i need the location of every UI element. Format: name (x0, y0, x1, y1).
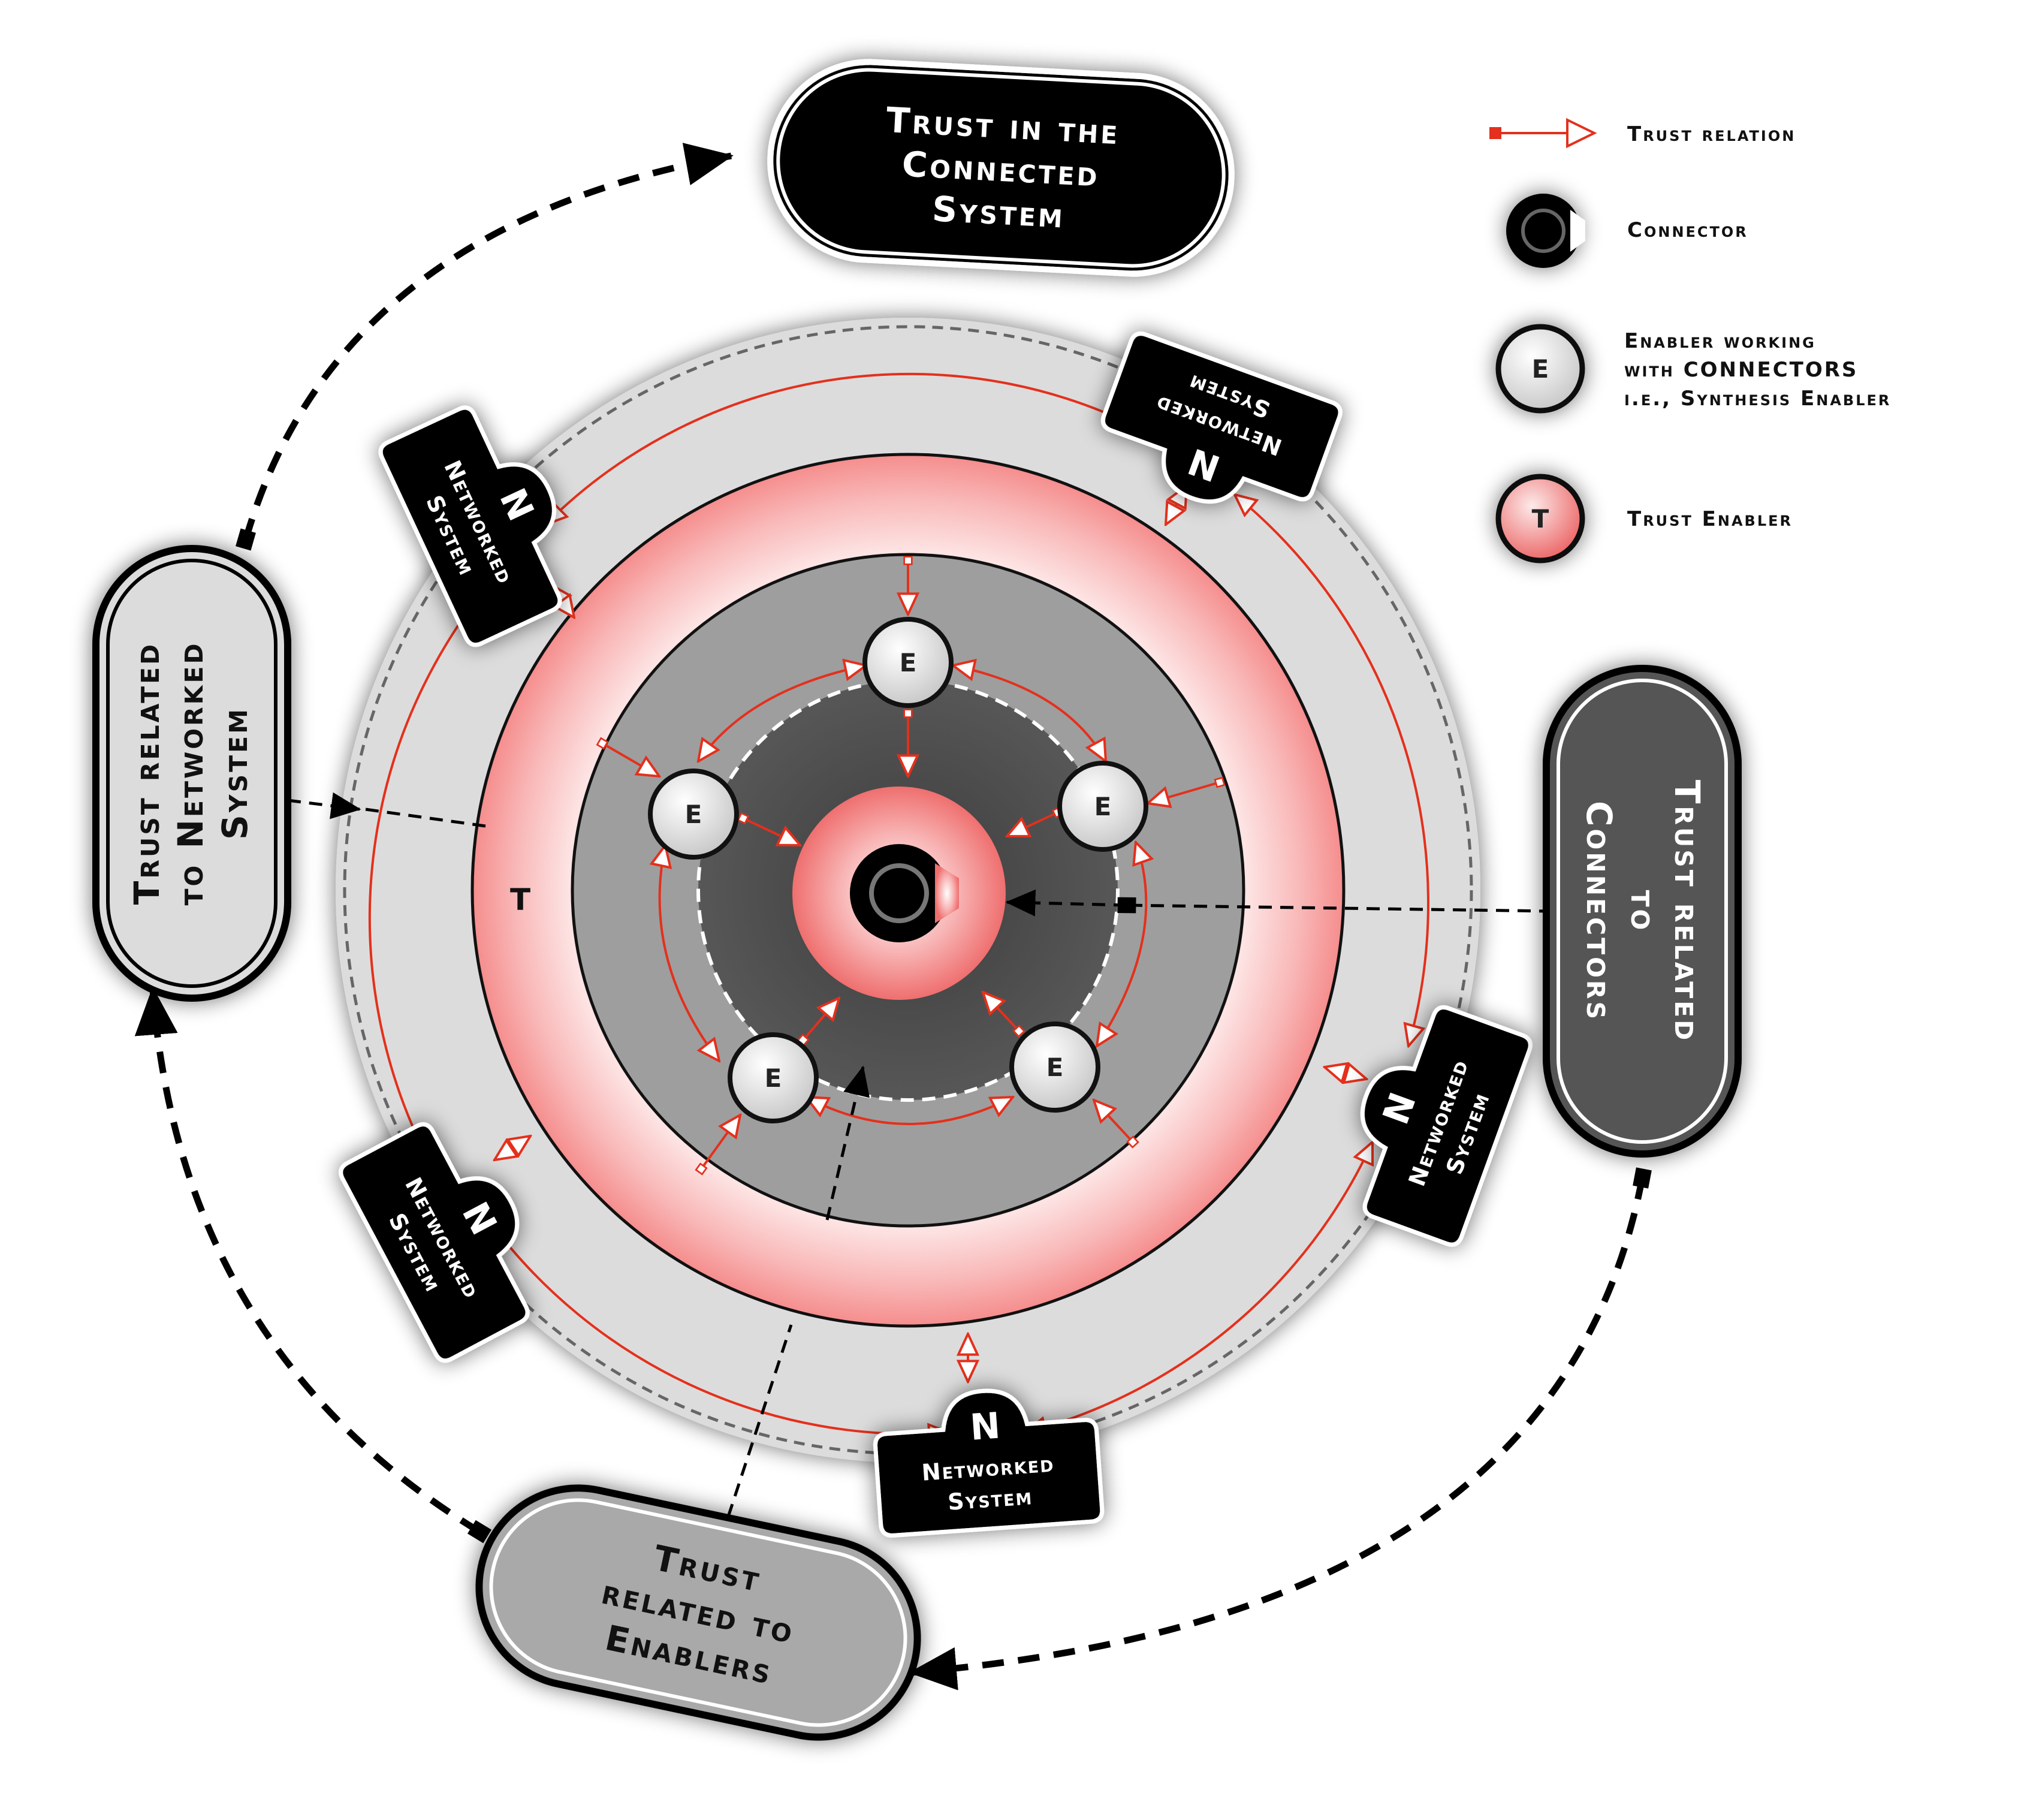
enabler-core-link-right (1007, 812, 1058, 836)
enabler-core-link-left (743, 818, 800, 845)
legend-enabler-line-2: with CONNECTORS (1624, 358, 1858, 382)
enabler-core-link-bottom-left (803, 998, 839, 1040)
pill-networked-line-1: Trust related (126, 642, 167, 905)
enabler-link-top-left (698, 665, 866, 761)
pill-connectors-line-1: Trust related (1667, 780, 1708, 1042)
enabler-left: E (648, 769, 739, 860)
enabler-top: E (862, 617, 954, 708)
pill-networked-system: Trust related to Networked System (92, 545, 291, 1002)
connector-icon (1506, 194, 1585, 268)
networked-system-top-right: N Networked System (1100, 332, 1343, 504)
enabler-link-right (1097, 842, 1146, 1046)
enabler-link-left (660, 845, 719, 1061)
trust-enabler-link-bottom-left (701, 1115, 740, 1169)
legend-trust-relation: Trust relation (1489, 117, 1796, 149)
cycle-arrow-networked-to-connected (236, 143, 734, 551)
center-connector-icon (850, 844, 959, 942)
legend-trust-enabler-label: Trust Enabler (1627, 507, 1793, 531)
legend-trust-enabler-symbol: T (1532, 504, 1549, 534)
enabler-label: E (1046, 1053, 1064, 1082)
pill-connectors: Trust related to Connectors (1543, 665, 1742, 1158)
legend: Trust relation Connector E Enabler worki… (1489, 117, 1891, 564)
trust-enabler-link-bottom-right (1094, 1100, 1133, 1142)
trust-relation-arc-right (1235, 495, 1429, 1046)
pill-pointers (287, 792, 1553, 1517)
pill-networked-line-3: System (215, 707, 255, 840)
legend-enabler-line-1: Enabler working (1624, 329, 1816, 353)
trust-enabler-link-right (1148, 782, 1220, 803)
enabler-link-bottom (806, 1097, 1013, 1125)
legend-trust-enabler: T Trust Enabler (1495, 474, 1793, 564)
enabler-right: E (1057, 761, 1148, 852)
trust-enabler-link-left (602, 743, 659, 776)
enabler-bottom-left: E (728, 1032, 819, 1123)
enabler-label: E (685, 800, 702, 829)
pointer-networked (287, 792, 361, 819)
pointer-enablers (726, 1324, 793, 1517)
cycle-arrow-enablers-to-networked (134, 987, 492, 1544)
pointer-connectors (1117, 897, 1553, 914)
pill-connected-system: Trust in the Connected System (767, 59, 1235, 277)
pill-connectors-line-3: Connectors (1579, 801, 1619, 1022)
enabler-core-link-bottom-right (983, 992, 1019, 1031)
enabler-label: E (900, 648, 917, 677)
enablers: E E E E E (648, 617, 1148, 1123)
legend-connector: Connector (1506, 194, 1748, 268)
ns-trust-link-3 (1325, 1067, 1367, 1079)
ns-trust-link-5 (494, 1136, 530, 1160)
pill-connectors-line-2: to (1623, 890, 1664, 933)
legend-enabler-line-3: i.e., Synthesis Enabler (1624, 387, 1891, 411)
outer-cycle (134, 143, 1652, 1691)
trust-relation-arc-bottom-left (488, 1220, 950, 1434)
cycle-arrow-connectors-to-enablers (909, 1167, 1652, 1691)
legend-trust-relation-label: Trust relation (1627, 122, 1796, 146)
legend-connector-label: Connector (1627, 218, 1748, 242)
pill-networked-line-2: to Networked (170, 641, 211, 906)
pill-connected-line-3: System (931, 188, 1066, 236)
pill-enablers: Trust related to Enablers (475, 1484, 921, 1741)
ns-symbol: N (969, 1405, 1002, 1449)
enabler-link-top-right (953, 665, 1106, 761)
legend-enabler-symbol: E (1532, 354, 1549, 384)
legend-enabler: E Enabler working with CONNECTORS i.e., … (1495, 324, 1891, 414)
trust-ring-label: T (510, 882, 533, 917)
enabler-bottom-right: E (1009, 1022, 1100, 1113)
pointer-enablers-inner (825, 1065, 870, 1221)
enabler-label: E (765, 1063, 782, 1093)
enabler-label: E (1094, 792, 1112, 821)
